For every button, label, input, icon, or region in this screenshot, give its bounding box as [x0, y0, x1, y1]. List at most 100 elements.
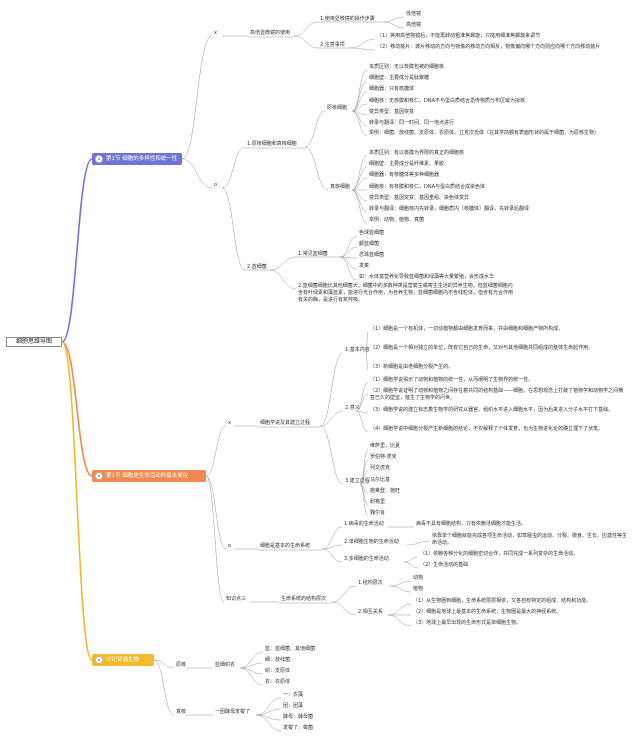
euk-item-7[interactable]: 举例：动物、植物、真菌: [369, 217, 425, 223]
leaf-low-power[interactable]: 低倍镜: [406, 11, 422, 17]
node-single-cell-life[interactable]: 2.单细胞生物的生命活动: [344, 539, 399, 545]
pro-item-4[interactable]: 细胞核：无核膜和核仁，DNA不与蛋白质结合遗传物质分布区域为拟核: [369, 98, 526, 104]
euk-item-6[interactable]: 转录与翻译：细胞核内先转录，细胞质内（核糖体）翻译，先转录后翻译: [369, 206, 530, 212]
connector-line: [321, 544, 343, 550]
euk-mn-1[interactable]: 一：衣藻: [283, 692, 304, 698]
pro-mn-2[interactable]: 细：放线菌: [265, 657, 291, 663]
leaf-high-power[interactable]: 高倍镜: [406, 22, 422, 28]
leaf-note-2[interactable]: （2）移动装片：玻片移动的方向与物像的移动方向相反，物像偏向哪个方向则应向哪个方…: [377, 44, 601, 50]
algae-item-3[interactable]: 念珠蓝细菌: [359, 252, 385, 258]
content-item-1[interactable]: （1）细胞是一个有机体，一切动植物都由细胞发育而来，并由细胞和细胞产物所构成。: [370, 326, 564, 332]
euk-item-2[interactable]: 细胞壁：主要成分是纤维素、果胶: [369, 161, 445, 167]
connector-line: [255, 714, 282, 732]
node-cyanobacteria-detail[interactable]: 2.蓝细菌细胞比其他细菌大；细菌中的多数种类是营腐生或寄生生活的异养生物，但蓝细…: [298, 283, 514, 303]
algae-item-2[interactable]: 颤蓝细菌: [359, 241, 380, 247]
person-3[interactable]: 列文虎克: [370, 465, 391, 471]
section-3-node[interactable]: 巧记背诵生物: [92, 654, 154, 666]
pro-mn-4[interactable]: 衣：衣原体: [265, 679, 291, 685]
euk-item-4[interactable]: 细胞核：有核膜和核仁，DNA与蛋白质结合成染色体: [369, 184, 486, 190]
connector-line: [339, 256, 358, 270]
node-basic-content[interactable]: 1.基本内容: [345, 347, 370, 353]
content-item-2[interactable]: （2）细胞是一个相对独立的单位，既有它自己的生命，又对与其他细胞共同组成的整体生…: [370, 345, 594, 351]
person-4[interactable]: 马尔比基: [370, 477, 391, 483]
person-7[interactable]: 魏尔肖: [370, 510, 386, 516]
section-1-node[interactable]: 第1节 细胞的多样性和统一性: [92, 153, 182, 165]
node-multi-cell-life[interactable]: 3.多细胞的生命活动: [344, 556, 389, 562]
node-knowledge-3[interactable]: 知识点三: [226, 596, 247, 602]
pro-item-6[interactable]: 转录与翻译：同一时间、同一地点进行: [369, 120, 455, 126]
node-prokaryote-mnemonic[interactable]: 原核: [176, 662, 187, 668]
connector-line: [351, 189, 368, 213]
relation-item-2[interactable]: （2）细胞是地球上最基本的生命系统；生物圈是最大的神经系统。: [413, 609, 562, 615]
connector-line: [319, 352, 344, 427]
pro-item-2[interactable]: 细胞壁：主要成分是肽聚糖: [369, 75, 430, 81]
branch-section-1: [61, 158, 93, 343]
leaf-plant[interactable]: 植物: [413, 586, 424, 592]
person-6[interactable]: 耐格里: [370, 499, 386, 505]
connector-line: [349, 47, 376, 51]
node-operation-steps[interactable]: 1.使用显微镜的操作步骤: [320, 16, 375, 22]
meaning-item-1[interactable]: （1）细胞学说揭示了动物和植物的统一性，从而阐明了生物界的统一性。: [370, 377, 534, 383]
connector-line: [351, 155, 368, 191]
algae-note[interactable]: 如：水体富营养化导致蓝细菌和绿藻等大量繁殖，会形成水华: [359, 274, 495, 280]
euk-item-5[interactable]: 变异类型：基因突变、基因重组、染色体变异: [369, 195, 470, 201]
meaning-item-4[interactable]: （4）细胞学说中细胞分裂产生新细胞的结论，不仅解释了个体发育，也为生物进化论的确…: [370, 426, 604, 432]
leaf-note-1[interactable]: （1）换用高倍物镜后，不能再转动粗准焦螺旋，只能用细准焦螺旋来调节: [377, 33, 541, 39]
euk-mn-4[interactable]: 发霉了：霉菌: [283, 725, 314, 731]
connector-line: [365, 331, 369, 354]
content-item-3[interactable]: （3）新细胞是由老细胞分裂产生的。: [370, 364, 454, 370]
multi-item-1[interactable]: （1）依赖各种分化的细胞密切合作，共同完成一系列复杂的生命活动。: [420, 551, 579, 557]
leaf-virus-life[interactable]: 病毒不具有细胞结构，只有依赖活细胞才能生活。: [416, 521, 527, 527]
connector-line: [239, 662, 264, 669]
meaning-item-3[interactable]: （3）细胞学说的建立标志着生物学的研究从器官、组织水平进入细胞水平，因为后来进入…: [370, 407, 614, 413]
relation-item-3[interactable]: （3）地球上最早出现的生命形式是单细胞生物。: [413, 620, 522, 626]
connector-line: [387, 603, 412, 616]
pro-item-1[interactable]: 本质区别：无以核膜包被的细胞核: [369, 64, 445, 70]
section-3-title: 巧记背诵生物: [106, 657, 140, 663]
node-notes[interactable]: 2.注意事项: [320, 42, 345, 48]
algae-item-4[interactable]: 发菜: [359, 263, 370, 269]
pro-item-7[interactable]: 举例：细菌、放线菌、支原体、衣原体、立克次氏体（在其学前都有表面形状的属于细菌，…: [369, 130, 600, 136]
node-prokaryote[interactable]: 原核细胞: [327, 105, 348, 111]
connector-line: [181, 158, 213, 189]
node-meaning[interactable]: 2.意义: [345, 405, 360, 411]
algae-item-1[interactable]: 色球蓝细菌: [359, 230, 385, 236]
node-life-system[interactable]: 细胞是基本的生命系统: [260, 543, 311, 549]
connector-line: [339, 235, 358, 258]
node-euk-hook[interactable]: 一团酵母发霉了: [215, 709, 251, 715]
node-common-cyanobacteria[interactable]: 1.常见蓝细菌: [298, 251, 328, 257]
node-virus-life[interactable]: 1.病毒的生命活动: [344, 521, 384, 527]
root-node[interactable]: 细胞思维导图: [6, 337, 62, 347]
pro-item-5[interactable]: 变异类型：基因突变: [369, 109, 415, 115]
node-structure-levels[interactable]: 生命系统的结构层次: [281, 596, 327, 602]
node-eukaryote[interactable]: 真核细胞: [330, 184, 351, 190]
pro-mn-3[interactable]: 织：支原体: [265, 668, 291, 674]
multi-item-2[interactable]: （2）生命活动的基础: [420, 562, 469, 568]
leaf-animal[interactable]: 动物: [413, 575, 424, 581]
person-5[interactable]: 施莱登、施旺: [370, 488, 401, 494]
node-relation[interactable]: 2.相互关系: [358, 609, 383, 615]
euk-item-3[interactable]: 细胞器：有核糖体等多种细胞器: [369, 172, 440, 178]
node-cell-theory[interactable]: 细胞学说及其建立过程: [260, 420, 311, 426]
node-eukaryote-mnemonic[interactable]: 真核: [176, 709, 187, 715]
section-2-node[interactable]: 第1节 细胞是生命活动的基本单位: [92, 470, 206, 482]
pro-mn-1[interactable]: 蓝：蓝细菌、其他细菌: [265, 646, 316, 652]
relation-item-1[interactable]: （1）从生物圈到细胞，生命系统层层相依，又各自有特定的组成、结构和功能。: [413, 598, 592, 604]
connector-line: [351, 110, 368, 137]
connector-line: [221, 146, 246, 189]
leaf-single-cell-life[interactable]: 依靠单个细胞就能完成各项生命活动，如草履虫的运动、分裂、摄食、生长、应激性等生命…: [432, 533, 628, 546]
node-establishment[interactable]: 3.建立过程: [345, 478, 370, 484]
euk-item-1[interactable]: 本质区别：有以核膜为界限的真正的细胞核: [369, 150, 465, 156]
pro-item-3[interactable]: 细胞器：只有核糖体: [369, 86, 415, 92]
node-microscope-use[interactable]: 高倍显微镜的使用: [250, 30, 291, 36]
euk-mn-3[interactable]: 酵母：酵母菌: [283, 714, 314, 720]
node-pro-euk-cells[interactable]: 1.原核细胞和真核细胞: [247, 141, 297, 147]
node-pro-hook[interactable]: 蓝细织衣: [215, 662, 236, 668]
euk-mn-2[interactable]: 团：团藻: [283, 703, 304, 709]
connector-line: [389, 580, 412, 587]
person-2[interactable]: 罗伯特·虎克: [370, 454, 397, 460]
node-structural-level[interactable]: 1.结构层次: [358, 580, 383, 586]
meaning-item-2[interactable]: （2）细胞学说证明了动物和植物之间存在着共同的结构基础——细胞。在思想观念上打破…: [370, 388, 624, 401]
person-1[interactable]: 维萨里、比夏: [370, 443, 401, 449]
node-cyanobacteria[interactable]: 2.蓝细菌: [247, 264, 267, 270]
